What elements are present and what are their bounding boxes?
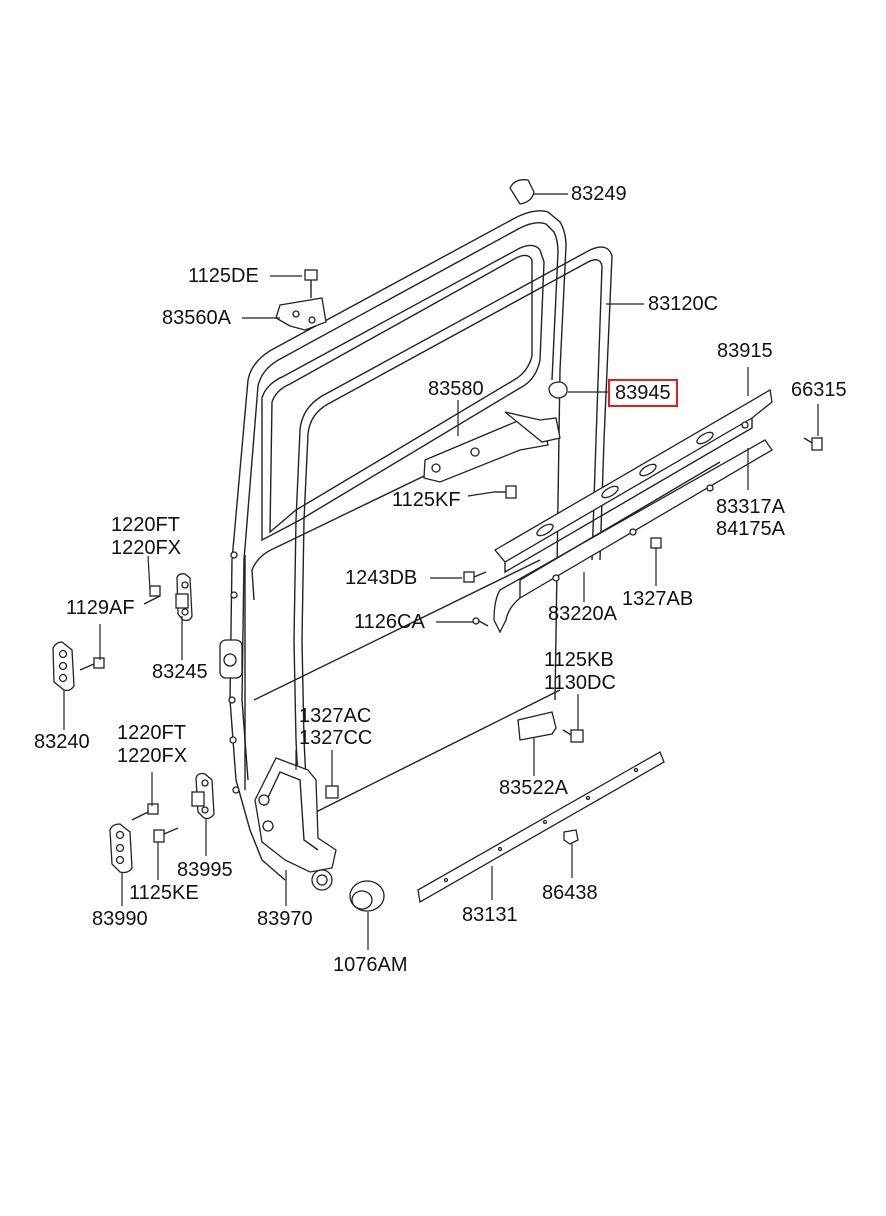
label-1220FT-lower[interactable]: 1220FT <box>117 722 186 744</box>
label-1125KF[interactable]: 1125KF <box>392 489 461 511</box>
rail-83915 <box>494 388 773 563</box>
label-1220FT-upper[interactable]: 1220FT <box>111 514 180 536</box>
bracket-83522A <box>517 711 557 741</box>
clip-86438 <box>563 829 579 845</box>
bolt-1125KE <box>153 827 179 843</box>
label-1243DB[interactable]: 1243DB <box>345 567 418 589</box>
label-1076AM[interactable]: 1076AM <box>333 954 408 976</box>
label-1327CC[interactable]: 1327CC <box>299 727 373 749</box>
label-1129AF[interactable]: 1129AF <box>66 597 135 619</box>
label-83245[interactable]: 83245 <box>152 661 208 683</box>
glass-run-83120C <box>299 246 613 561</box>
label-1126CA[interactable]: 1126CA <box>354 611 425 633</box>
label-1327AB[interactable]: 1327AB <box>622 588 694 610</box>
nut-1327AC <box>325 785 339 799</box>
label-66315[interactable]: 66315 <box>791 379 847 401</box>
bolt-1125DE <box>304 269 318 298</box>
label-1220FX-lower[interactable]: 1220FX <box>117 745 188 767</box>
bolt-1125KF <box>494 485 517 499</box>
label-83249[interactable]: 83249 <box>571 183 627 205</box>
door-frame-outline <box>247 210 567 701</box>
label-84175A[interactable]: 84175A <box>716 518 785 540</box>
label-83522A[interactable]: 83522A <box>499 777 568 799</box>
nut-1327AB <box>650 537 662 549</box>
label-83317A[interactable]: 83317A <box>716 496 785 518</box>
label-83580[interactable]: 83580 <box>428 378 484 400</box>
label-1220FX-upper[interactable]: 1220FX <box>111 537 182 559</box>
label-1125DE[interactable]: 1125DE <box>188 265 259 287</box>
label-1130DC[interactable]: 1130DC <box>544 672 616 694</box>
label-83915[interactable]: 83915 <box>717 340 773 362</box>
label-83990[interactable]: 83990 <box>92 908 148 930</box>
label-83945-highlighted[interactable]: 83945 <box>608 379 678 407</box>
label-83240[interactable]: 83240 <box>34 731 90 753</box>
label-83220A[interactable]: 83220A <box>548 603 617 625</box>
bolt-1129AF <box>79 657 105 671</box>
bracket-83560A <box>275 297 327 331</box>
screw-1126CA <box>472 617 489 627</box>
leader-lines <box>63 193 819 950</box>
label-1125KB[interactable]: 1125KB <box>544 649 614 671</box>
label-1125KE[interactable]: 1125KE <box>129 882 199 904</box>
label-86438[interactable]: 86438 <box>542 882 598 904</box>
label-83560A[interactable]: 83560A <box>162 307 231 329</box>
bolt-1220FT-lower <box>131 803 159 821</box>
hinge-83970 <box>254 757 337 873</box>
label-83131[interactable]: 83131 <box>462 904 518 926</box>
screw-66315 <box>803 437 823 451</box>
rail-83317A <box>493 439 773 634</box>
bolt-1125KB <box>562 729 584 743</box>
bumper-83249 <box>509 179 535 205</box>
bolt-1243DB <box>463 571 487 583</box>
grommet-83945 <box>548 381 568 399</box>
label-1327AC[interactable]: 1327AC <box>299 705 372 727</box>
label-83970[interactable]: 83970 <box>257 908 313 930</box>
strip-83131 <box>417 751 665 904</box>
label-83995[interactable]: 83995 <box>177 859 233 881</box>
bolt-1220FT-upper <box>143 585 161 605</box>
label-83120C[interactable]: 83120C <box>648 293 719 315</box>
